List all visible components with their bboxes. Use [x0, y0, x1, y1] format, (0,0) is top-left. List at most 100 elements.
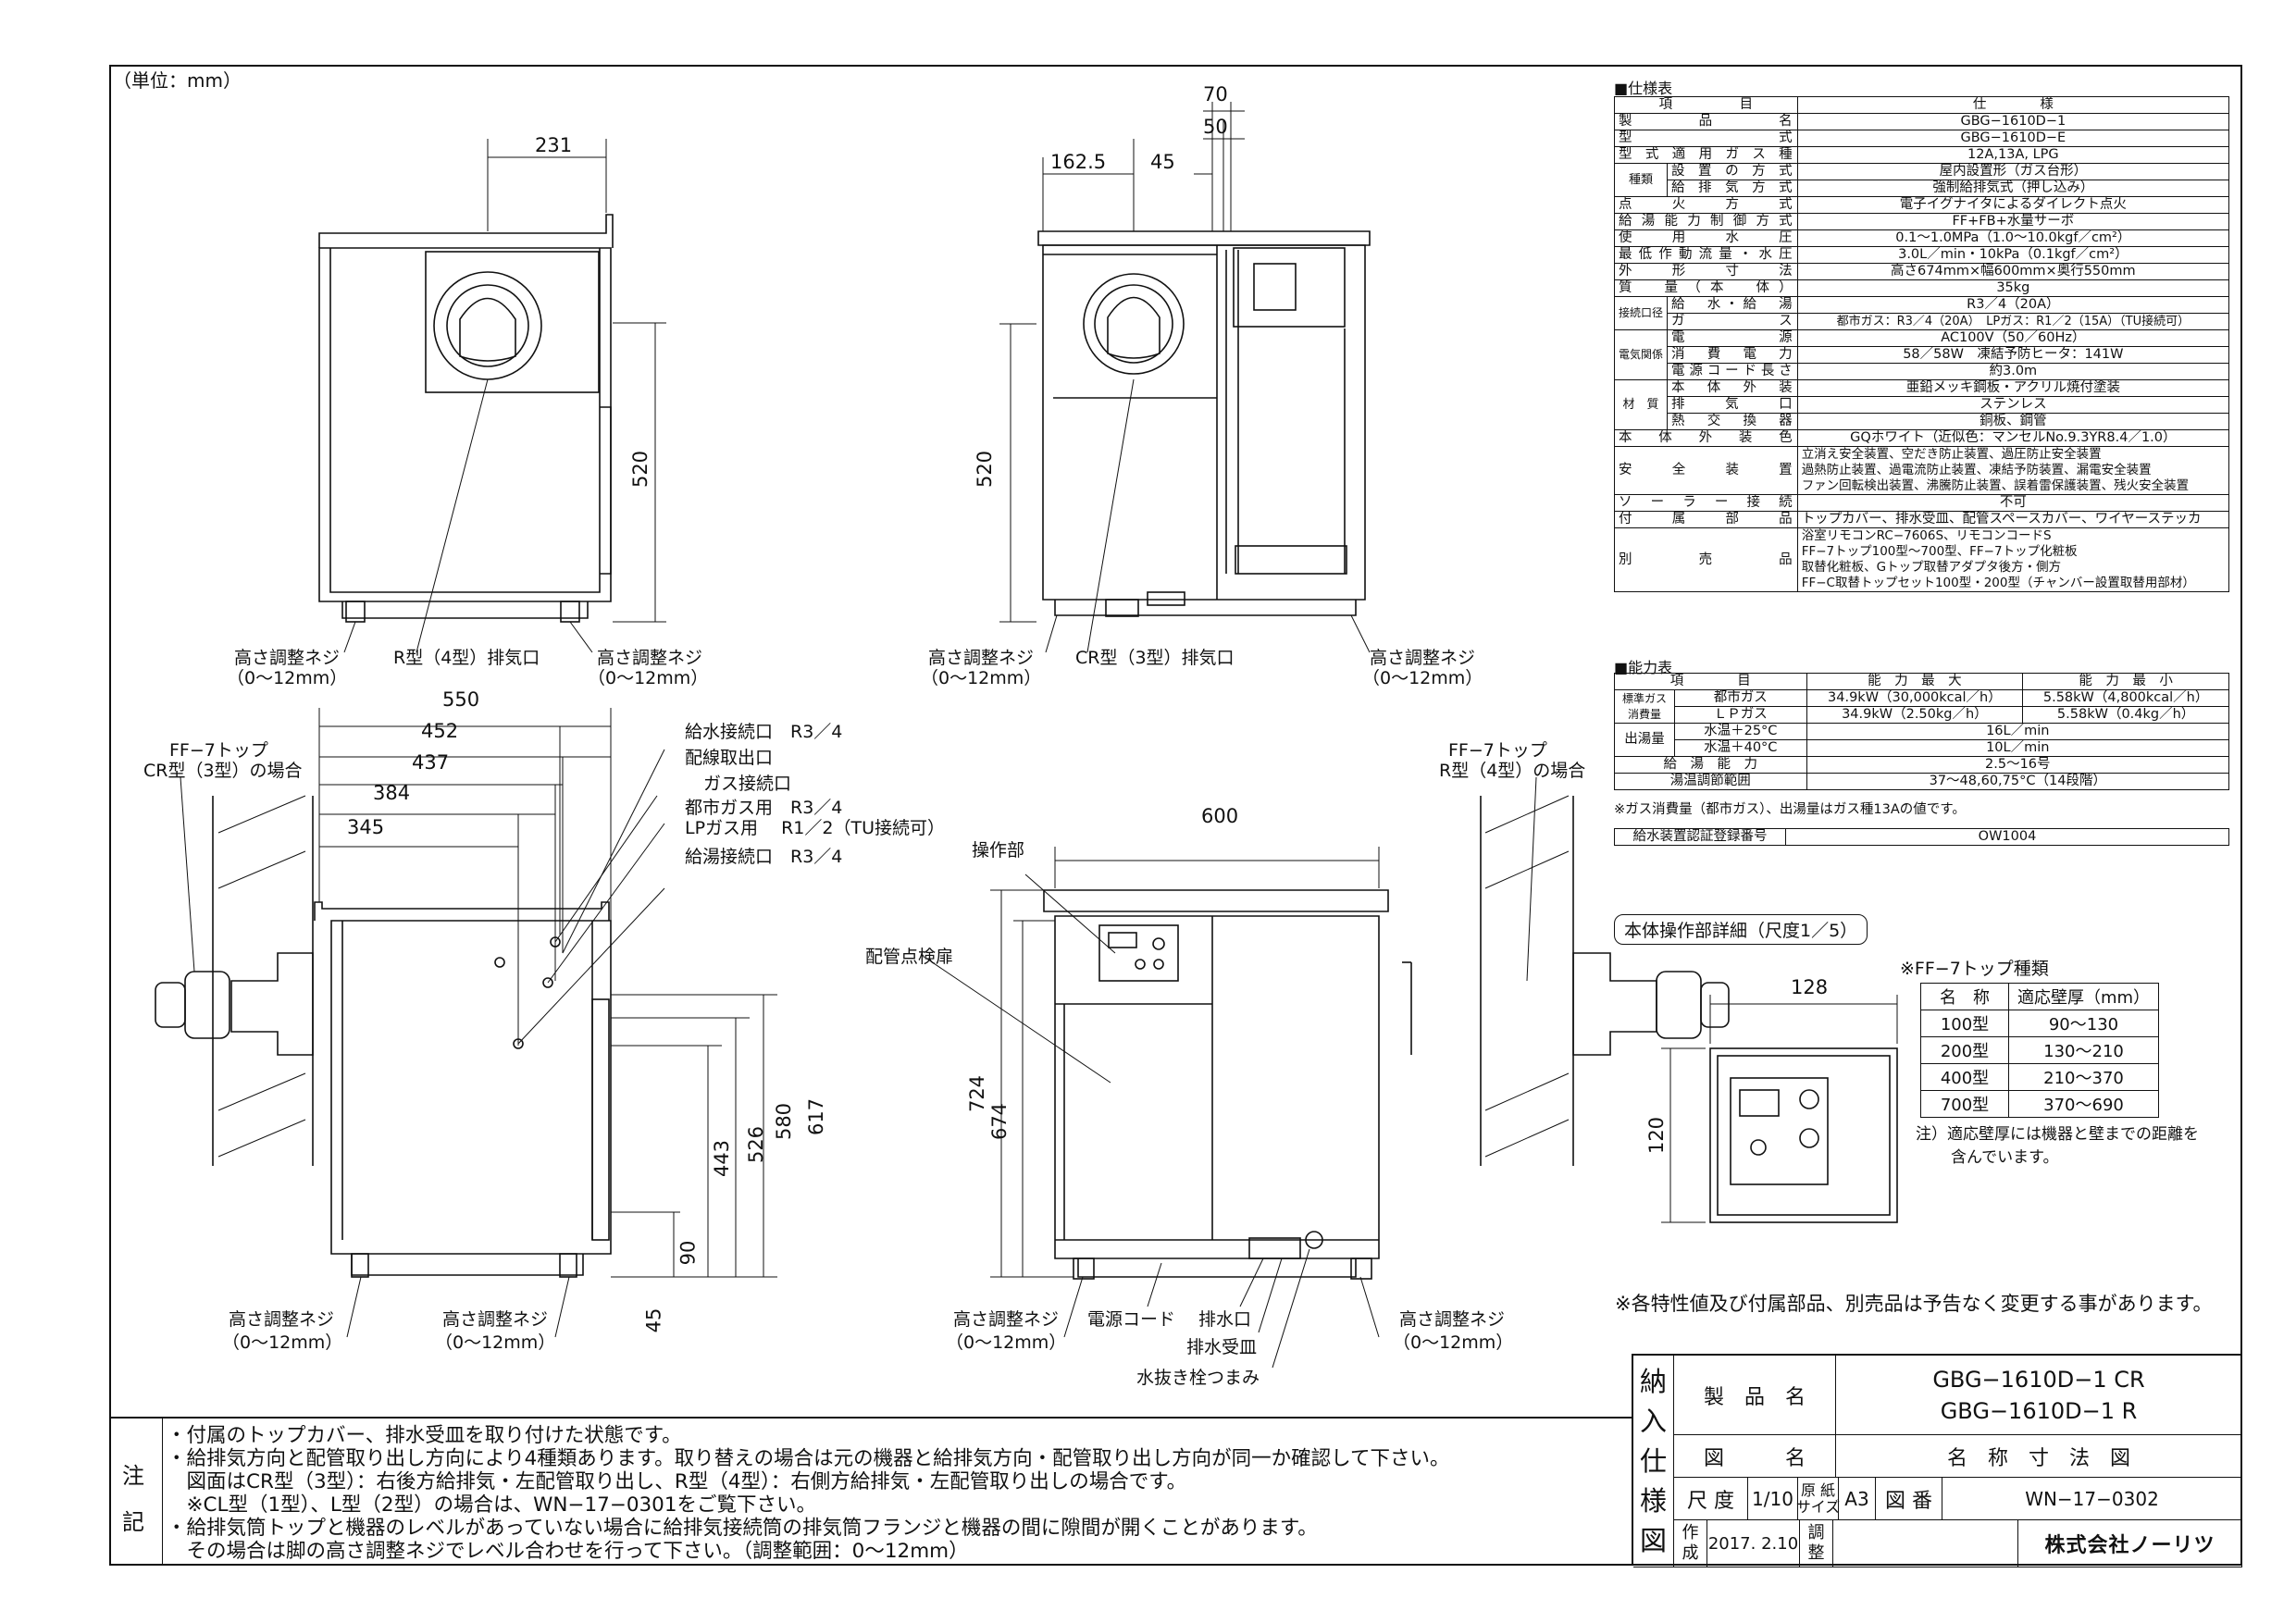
table-cell: ガ ス: [1667, 313, 1798, 330]
paper-size: A3: [1839, 1478, 1876, 1520]
dim-437: 437: [412, 751, 450, 774]
panel-height: 120: [1645, 1116, 1669, 1155]
table-cell: 給湯能力制御方式: [1614, 213, 1798, 230]
table-cell: 名 称: [1920, 983, 2009, 1010]
table-cell: 種類: [1613, 163, 1669, 197]
dim-674: 674: [988, 1102, 1011, 1141]
ff7-note-2: 含んでいます。: [1951, 1148, 2059, 1167]
label-adjust-screw-5: 高さ調整ネジ: [229, 1309, 335, 1330]
table-cell: AC100V（50／60Hz）: [1796, 329, 2230, 347]
panel-detail-title: 本体操作部詳細（尺度1／5）: [1614, 914, 1868, 945]
table-cell: 質 量（本 体）: [1614, 279, 1798, 297]
table-cell: 都市ガス：R3／4（20A） LPガス：R1／2（15A）（TU接続可）: [1796, 313, 2230, 330]
table-cell: 型 式: [1614, 130, 1798, 147]
table-cell: 5.58kW（4,800kcal／h）: [2022, 689, 2229, 707]
label-adjust-range-2: （0〜12mm）: [588, 668, 709, 688]
spec-row: 点 火 方 式電子イグナイタによるダイレクト点火: [1614, 196, 2230, 214]
dim-384: 384: [373, 782, 411, 804]
table-cell: 浴室リモコンRC−7606S、リモコンコードS FF−7トップ100型〜700型…: [1796, 527, 2230, 592]
label-drain-tray: 排水受皿: [1186, 1337, 1258, 1357]
label-r-exhaust: R型（4型）排気口: [393, 648, 540, 668]
table-cell: 16L／min: [1806, 723, 2230, 740]
notes-side-2: 記: [122, 1509, 144, 1535]
check-blank: [1833, 1520, 2018, 1567]
product-name-1: GBG−1610D−1 CR: [1932, 1366, 2145, 1393]
table-cell: 100型: [1920, 1010, 2009, 1037]
table-cell: 400型: [1920, 1063, 2009, 1091]
spec-row: 種類設置の方式屋内設置形（ガス台形）: [1613, 163, 2230, 197]
table-cell: 給 水・給 湯: [1667, 296, 1798, 314]
table-cell: 仕 様: [1796, 96, 2230, 114]
r-type-right-view: [1402, 776, 1730, 1166]
label-inspection-door: 配管点検扉: [865, 947, 954, 967]
disclaimer: ※各特性値及び付属部品、別売品は予告なく変更する事があります。: [1615, 1293, 2213, 1315]
label-r-case: R型（4型）の場合: [1439, 761, 1586, 781]
label-adjust-screw-8: 高さ調整ネジ: [1399, 1309, 1506, 1330]
label-water-inlet: 給水接続口 R3／4: [685, 722, 843, 742]
table-cell: 10L／min: [1806, 739, 2230, 757]
made-label: 作成: [1674, 1520, 1707, 1567]
drawing-number-label: 図 番: [1876, 1478, 1942, 1520]
table-cell: 能 力 最 大: [1806, 673, 2024, 690]
label-adjust-range-1: （0〜12mm）: [227, 668, 348, 688]
table-cell: 3.0L／min・10kPa（0.1kgf／cm²）: [1796, 246, 2230, 264]
label-ff7top-left: FF−7トップ: [169, 740, 268, 761]
table-cell: 給排気方式: [1667, 180, 1798, 197]
spec-row: 項 目仕 様: [1614, 96, 2230, 114]
notes-section: 注 記 ・付属のトップカバー、排水受皿を取り付けた状態です。 ・給排気方向と配管…: [109, 1417, 1632, 1566]
table-cell: 点 火 方 式: [1614, 196, 1798, 214]
table-cell: 消 費 電 力: [1667, 346, 1798, 364]
title-block-side: 納入仕様図: [1633, 1356, 1674, 1567]
table-cell: 12A,13A, LPG: [1796, 146, 2230, 164]
spec-row: 電源コード長さ約3.0m: [1615, 363, 2230, 380]
table-cell: GQホワイト（近似色：マンセルNo.9.3YR8.4／1.0）: [1796, 429, 2230, 447]
table-cell: 水温＋25°C: [1674, 723, 1807, 740]
title-block: 納入仕様図 製 品 名 GBG−1610D−1 CR GBG−1610D−1 R…: [1632, 1354, 2242, 1567]
dim-231: 231: [535, 134, 573, 156]
drawing-frame: [109, 65, 2242, 1566]
paper-size-label: 原 紙サイズ: [1796, 1478, 1840, 1520]
dim-520-right: 520: [974, 450, 997, 489]
scale-label: 尺 度: [1674, 1478, 1748, 1520]
side-view-top-left: [318, 139, 666, 653]
label-cr-case: CR型（3型）の場合: [143, 761, 303, 781]
dim-345: 345: [347, 816, 385, 838]
table-cell: 210〜370: [2008, 1063, 2159, 1091]
spec-title: ■仕様表: [1614, 80, 1673, 97]
text-span: 様: [1639, 1484, 1667, 1517]
text-span: 仕: [1639, 1444, 1667, 1477]
text-span: 目: [1739, 97, 1754, 112]
label-drain: 排水口: [1198, 1309, 1252, 1330]
table-cell: トップカバー、排水受皿、配管スペースカバー、ワイヤーステッカ: [1796, 511, 2230, 528]
table-cell: 製 品 名: [1614, 113, 1798, 130]
table-cell: 材 質: [1613, 379, 1669, 430]
table-cell: 接続口径: [1613, 296, 1669, 330]
table-cell: GBG−1610D−1: [1796, 113, 2230, 130]
table-cell: GBG−1610D−E: [1796, 130, 2230, 147]
table-cell: 型式適用ガス種: [1614, 146, 1798, 164]
table-cell: 34.9kW（2.50kg／h）: [1806, 706, 2024, 724]
label-gas-city: 都市ガス用 R3／4: [685, 798, 843, 818]
drawing-name-label: 図 名: [1674, 1435, 1836, 1478]
table-cell: 付 属 部 品: [1614, 511, 1798, 528]
table-cell: 安 全 装 置: [1614, 446, 1798, 495]
dim-70: 70: [1203, 83, 1228, 105]
text-span: 納: [1639, 1365, 1667, 1397]
table-cell: 電源コード長さ: [1667, 363, 1798, 380]
table-cell: R3／4（20A）: [1796, 296, 2230, 314]
table-cell: 水温＋40°C: [1674, 739, 1807, 757]
date: 2017. 2.10: [1707, 1520, 1800, 1567]
product-name-label: 製 品 名: [1674, 1356, 1836, 1435]
